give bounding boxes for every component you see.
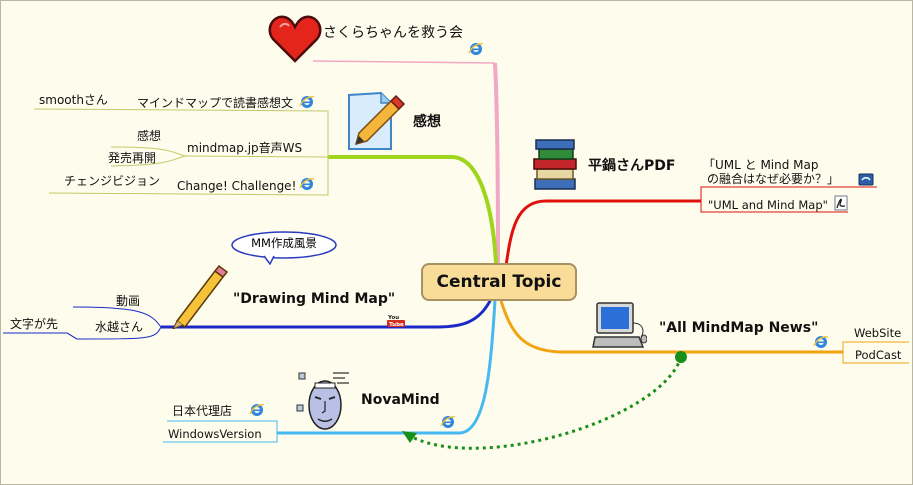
- heart-icon: [268, 15, 322, 63]
- kansou-child-1-label[interactable]: マインドマップで読書感想文: [137, 96, 294, 110]
- callout-bubble: [231, 231, 337, 265]
- internet-explorer-icon[interactable]: [299, 177, 315, 191]
- drawing-child-1-label[interactable]: 動画: [116, 294, 141, 308]
- hiranabe-child-2-label[interactable]: "UML and Mind Map": [708, 198, 828, 212]
- kansou-child-1-note[interactable]: smoothさん: [39, 93, 108, 107]
- internet-explorer-icon[interactable]: [813, 335, 829, 349]
- kansou-child-2-sub-2[interactable]: 発売再開: [108, 151, 157, 165]
- novamind-child-1-label[interactable]: 日本代理店: [172, 404, 233, 418]
- kansou-child-3-label[interactable]: Change! Challenge!: [177, 179, 297, 193]
- books-icon: [533, 139, 577, 190]
- internet-explorer-icon[interactable]: [468, 42, 484, 56]
- branch-title-kansou[interactable]: 感想: [413, 114, 441, 130]
- internet-explorer-icon[interactable]: [249, 403, 265, 417]
- robot-face-icon: [296, 372, 349, 430]
- svg-text:Tube: Tube: [389, 322, 404, 327]
- news-child-2-label[interactable]: PodCast: [855, 348, 902, 362]
- svg-text:You: You: [387, 315, 399, 321]
- internet-explorer-icon[interactable]: [299, 95, 315, 109]
- drawing-child-2-note[interactable]: 文字が先: [10, 317, 59, 331]
- news-child-1-label[interactable]: WebSite: [854, 326, 902, 340]
- central-topic[interactable]: Central Topic: [421, 263, 577, 301]
- kansou-child-2-label[interactable]: mindmap.jp音声WS: [187, 141, 303, 155]
- novamind-child-2-label[interactable]: WindowsVersion: [168, 427, 262, 441]
- speech-bubble-icon[interactable]: [858, 173, 874, 186]
- branch-title-sakura[interactable]: さくらちゃんを救う会: [323, 25, 463, 41]
- youtube-icon[interactable]: You Tube: [387, 313, 405, 327]
- pencil-icon: [172, 264, 229, 329]
- branch-title-drawing[interactable]: "Drawing Mind Map": [233, 291, 396, 307]
- drawing-child-2-label[interactable]: 水越さん: [95, 320, 144, 334]
- branch-title-novamind[interactable]: NovaMind: [361, 392, 440, 408]
- acrobat-pdf-icon[interactable]: [833, 195, 849, 211]
- branch-title-hiranabe[interactable]: 平鍋さんPDF: [588, 158, 676, 174]
- hiranabe-child-1-line1[interactable]: 「UML と Mind Map: [703, 158, 819, 172]
- kansou-child-2-sub-1[interactable]: 感想: [137, 129, 162, 143]
- hiranabe-child-1-line2[interactable]: の融合はなぜ必要か？」: [707, 172, 840, 186]
- branch-title-news[interactable]: "All MindMap News": [659, 320, 819, 336]
- kansou-child-3-note[interactable]: チェンジビジョン: [64, 174, 161, 188]
- computer-icon: [592, 302, 647, 348]
- callout-text[interactable]: MM作成風景: [251, 236, 317, 250]
- internet-explorer-icon[interactable]: [440, 415, 456, 429]
- pencil-notepad-icon: [348, 91, 406, 150]
